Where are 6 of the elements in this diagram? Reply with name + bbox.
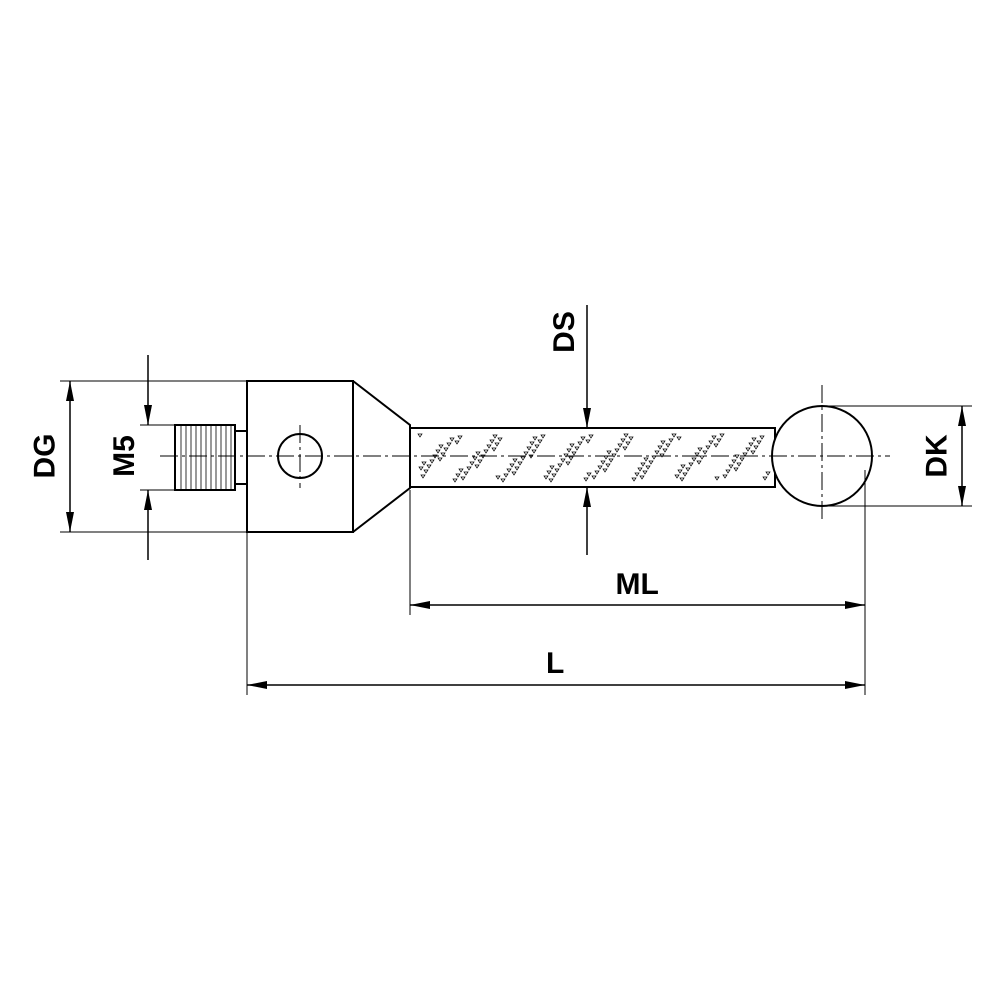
dimension-label: L	[546, 649, 564, 679]
dimension-label: ML	[616, 570, 659, 600]
dimension-label: DK	[922, 434, 952, 478]
dimension-label: M5	[110, 435, 140, 477]
dimension-label: DS	[550, 311, 580, 353]
dimension-label: DG	[30, 434, 60, 478]
